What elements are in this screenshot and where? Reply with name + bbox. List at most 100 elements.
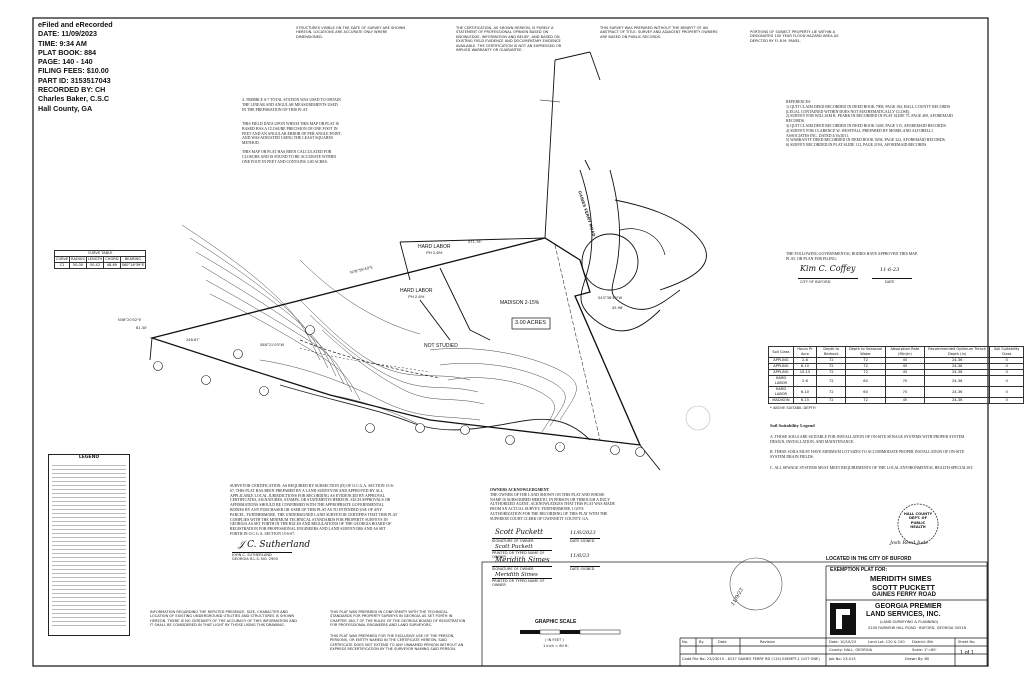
graphic-scale-unit: ( IN FEET ) (545, 638, 564, 642)
soil-cell: HARD LABOR (768, 375, 794, 387)
company-name-2: LAND SERVICES, INC. (866, 611, 941, 618)
soil-sublabel: PH 2-6% (408, 294, 425, 299)
distance-label: S71.76' (468, 240, 482, 244)
soil-cell: HARD LABOR (768, 386, 794, 398)
owner-print-label: PRINTED OR TYPED NAME OF OWNER (492, 578, 552, 588)
gov-date-line (872, 278, 912, 279)
tb-scale: Scale: 1"=60' (912, 648, 937, 652)
soil-cell: 2-6 (792, 375, 818, 387)
owners-ack-title: OWNERS ACKNOWLEDGMENT (490, 488, 550, 492)
curve-header: RADIUS (69, 256, 87, 263)
distance-label: 248.67' (186, 338, 200, 342)
gov-sig-label: CITY OF BUFORD (800, 280, 831, 284)
client-name-1: MERIDITH SIMES (870, 574, 932, 583)
owner-date-label: DATE SIGNED (570, 566, 600, 571)
soil-cell: II (989, 397, 1024, 404)
soil-cell: 72 (816, 386, 847, 398)
easement-line (554, 244, 601, 441)
gov-signature: Kim C. Coffey (800, 264, 856, 273)
recording-stamp: eFiled and eRecorded DATE: 11/09/2023 TI… (38, 20, 126, 113)
stamp-line: PAGE: 140 - 140 (38, 57, 93, 67)
owners-ack-text: THE OWNER OF THE LAND SHOWN ON THIS PLAT… (490, 492, 615, 521)
soil-cell: II (989, 375, 1024, 387)
company-address: 5100 FAIRVIEW HILL ROAD · BUFORD, GEORGI… (868, 626, 966, 630)
owner-signature-2: Meridith Simes (495, 556, 550, 564)
owner-printed-1: Scott Puckett (495, 544, 533, 550)
curve-cell: 50.00 (69, 262, 87, 269)
prepared-note: THIS PLAT WAS PREPARED IN CONFORMITY WIT… (330, 610, 466, 628)
owner-printed-2: Meridith Simes (495, 572, 538, 578)
soil-cell: 72 (816, 397, 847, 404)
stamp-line: TIME: 9:34 AM (38, 38, 87, 48)
bearing-label: S43°38'40"W (598, 296, 622, 300)
curve-header: CHORD (103, 256, 121, 263)
soil-cell: II (989, 386, 1024, 398)
stamp-line: RECORDED BY: CH (38, 85, 106, 95)
health-stamp-line: DEPT. OF (908, 516, 928, 521)
curve-header: CURVE (53, 256, 71, 263)
utility-note: INFORMATION REGARDING THE REPUTED PRESEN… (150, 610, 298, 628)
top-note-1: STRUCTURES VISIBLE ON THE DATE OF SURVEY… (296, 26, 406, 39)
graphic-scale-title: GRAPHIC SCALE (535, 619, 577, 625)
table-row: C1 50.00 50.42 48.69 S60°16'39"E (53, 262, 147, 269)
soil-cell: 24-36 (924, 397, 991, 404)
creek-line-2 (299, 339, 441, 379)
survey-note-b: THIS FIELD DATA UPON WHICH THIS MAP OR P… (242, 122, 342, 146)
creek-line (279, 384, 591, 441)
soil-cell: 24-36 (924, 375, 991, 387)
distance-label: 45.96' (612, 306, 624, 310)
soil-header: Depth to Bedrock (816, 346, 847, 358)
curve-cell: C1 (53, 262, 71, 269)
bearing-label: N36°20'02"E (118, 318, 142, 322)
soil-label-hard-labor-1: HARD LABOR PH 2-6% (418, 244, 451, 255)
tb-date: Date: 10/10/23 (829, 640, 857, 644)
gov-date-label: DATE (885, 280, 895, 284)
gov-approval-text: THE FOLLOWING GOVERNMENTAL BODIES HAVE A… (786, 252, 918, 261)
soil-cell: 70 (884, 386, 926, 398)
surveyor-signature: 𝒥 C. Sutherland (238, 540, 311, 550)
tb-land-lot: Land Lot: 120 & 150 (868, 640, 905, 644)
top-note-2: THE CERTIFICATION, AS SHOWN HEREON, IS P… (456, 26, 562, 53)
acres-label: 3.00 ACRES (515, 320, 546, 326)
top-note-4: PORTIONS OF SUBJECT PROPERTY LIE WITHIN … (750, 30, 839, 43)
tb-district: District: 8th (912, 640, 934, 644)
owner-date-2: 11/6/23 (570, 553, 590, 559)
tb-drawn: Drawn By: BS (905, 657, 930, 661)
soil-header: Absorption Rate (Min/In) (884, 346, 926, 358)
distance-label: 81.30' (136, 326, 148, 330)
soil-table-footnote: * ABOVE SUITABIL DEPTH (770, 406, 816, 410)
adjoining-lines (149, 51, 661, 471)
reference-item: 6) SURVEY RECORDED IN PLAT SLIDE 112, PA… (786, 143, 928, 148)
survey-note-a: 4. TRIMBLE S-7 TOTAL STATION WAS USED TO… (242, 98, 341, 112)
stamp-line: PLAT BOOK: 884 (38, 47, 97, 57)
stamp-line: eFiled and eRecorded (38, 20, 113, 29)
bearing-label: S88°21'03"W (260, 343, 284, 347)
curve-cell: S60°16'39"E (119, 262, 147, 269)
plat-type: EXEMPTION PLAT FOR: (830, 567, 888, 573)
health-stamp-line: HALL COUNTY (903, 512, 933, 516)
company-logo (830, 603, 856, 635)
owners-acknowledgment: OWNERS ACKNOWLEDGMENT THE OWNER OF THE L… (490, 488, 615, 522)
references-title: REFERENCES (786, 100, 811, 104)
soil-header: Soil Class (768, 346, 794, 358)
soil-label: HARD LABOR (400, 288, 433, 294)
rev-header: Revision (760, 640, 776, 644)
reference-item: 5) WARRANTY DEED RECORDED IN DEED BOOK 9… (786, 138, 946, 143)
soil-header: Recommended Optimum Trench Depth (in) (924, 346, 991, 358)
not-studied-label: NOT STUDIED (424, 343, 458, 349)
located-label: LOCATED IN THE CITY OF BUFORD (826, 556, 912, 562)
owner-sig-label: SIGNATURE OF OWNER (492, 566, 552, 571)
stamp-line: Charles Baker, C.S.C (38, 94, 110, 104)
soil-legend-item: C. ALL SEWAGE SYSTEMS MUST MEET REQUIREM… (770, 465, 974, 470)
cul-de-sac (581, 233, 639, 291)
gov-sig-line (798, 278, 858, 279)
surveyor-certification: SURVEYOR CERTIFICATION: AS REQUIRED BY S… (230, 484, 398, 536)
health-signature: Josh Reed Jude (890, 540, 929, 546)
rev-header: By (699, 640, 704, 644)
legend-title: LEGEND (78, 455, 100, 460)
soil-cell: 45 (884, 397, 926, 404)
